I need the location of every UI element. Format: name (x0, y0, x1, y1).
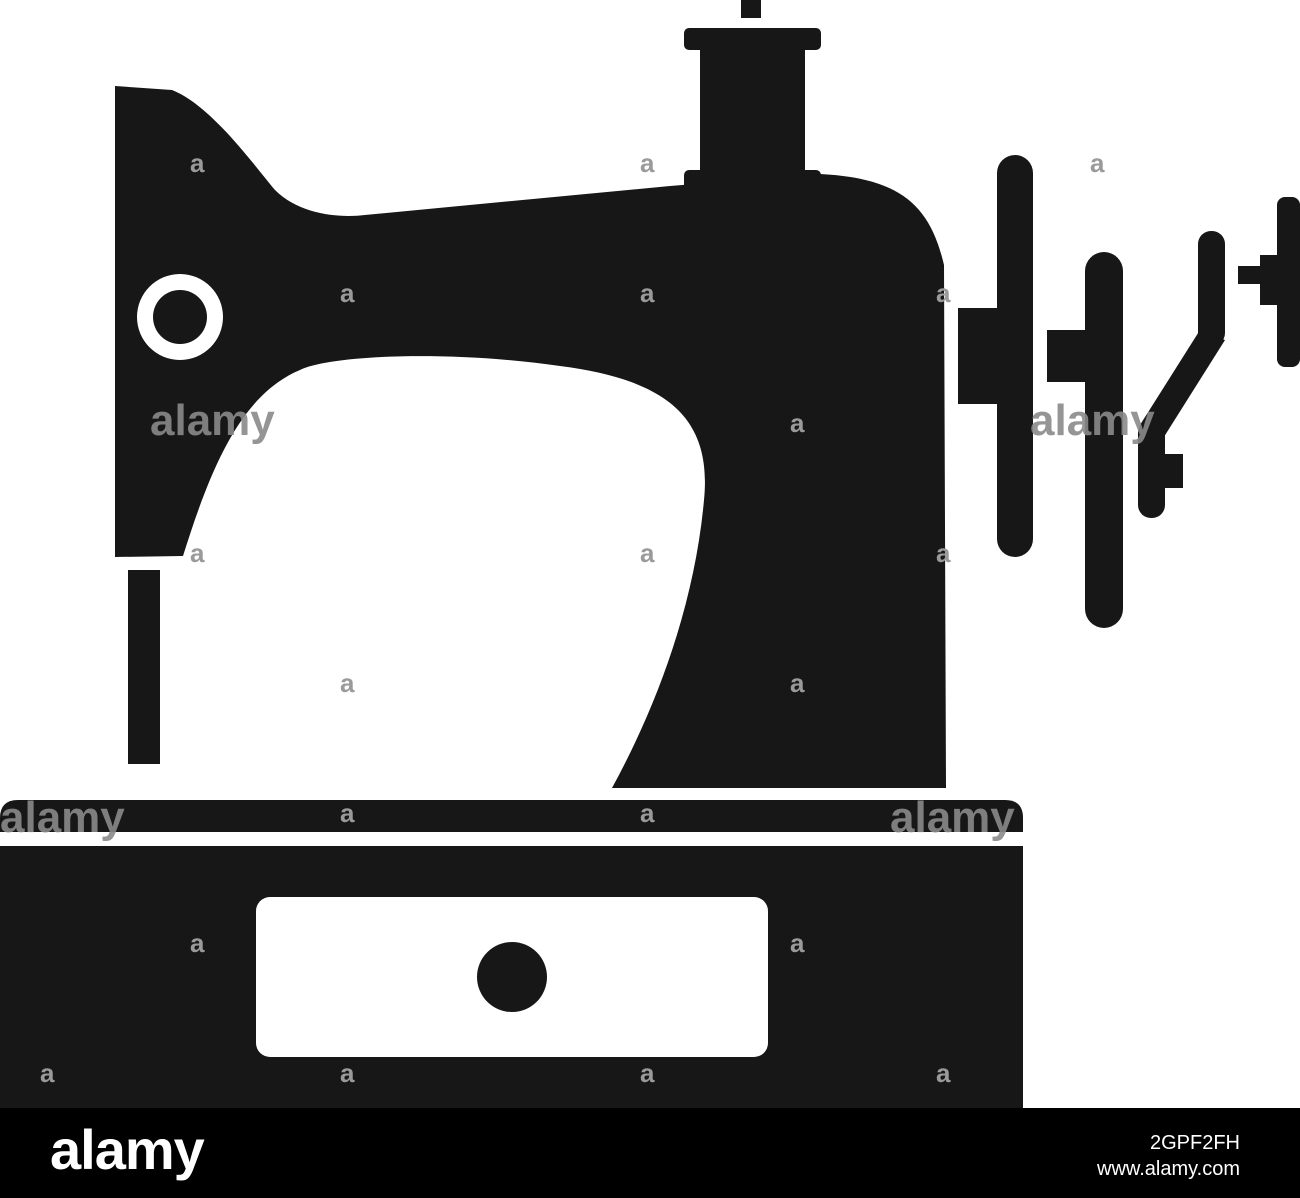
site-url: www.alamy.com (1097, 1158, 1240, 1180)
balance-wheel (958, 155, 1183, 628)
watermark-mark: a (340, 668, 355, 698)
watermark-mark: a (190, 928, 205, 958)
watermark-mark: a (640, 1058, 655, 1088)
base-top (0, 800, 1023, 832)
watermark-mark: a (340, 278, 355, 308)
watermark-mark: a (640, 538, 655, 568)
watermark-mark: a (340, 1058, 355, 1088)
watermark-text: alamy (150, 396, 275, 445)
watermark-mark: a (190, 538, 205, 568)
drawer-knob-icon (477, 942, 547, 1012)
image-id: 2GPF2FH (1149, 1132, 1240, 1154)
watermark-mark: a (790, 408, 805, 438)
watermark-mark: a (190, 148, 205, 178)
stock-footer-bar: alamy 2GPF2FH www.alamy.com (0, 1108, 1300, 1198)
watermark-text: alamy (890, 793, 1015, 842)
watermark-mark: a (936, 1058, 951, 1088)
image-info: 2GPF2FH www.alamy.com (1097, 1130, 1240, 1182)
watermark-mark: a (1090, 148, 1105, 178)
watermark-mark: a (340, 798, 355, 828)
watermark-text: alamy (1030, 396, 1155, 445)
sewing-machine-illustration: alamy alamy alamy alamy a a a a a a a a … (0, 0, 1300, 1108)
watermark-mark: a (936, 538, 951, 568)
brand-logo: alamy (50, 1118, 205, 1181)
watermark-mark: a (790, 928, 805, 958)
watermark: alamy alamy alamy alamy a a a a a a a a … (0, 148, 1155, 1088)
spool-pin (741, 0, 761, 18)
watermark-text: alamy (0, 793, 125, 842)
machine-body (115, 86, 946, 788)
watermark-mark: a (40, 1058, 55, 1088)
watermark-mark: a (640, 798, 655, 828)
watermark-mark: a (640, 278, 655, 308)
watermark-mark: a (790, 668, 805, 698)
needle-bar (128, 570, 160, 764)
watermark-mark: a (936, 278, 951, 308)
hand-crank (1138, 197, 1300, 518)
watermark-mark: a (640, 148, 655, 178)
thread-spool-icon (684, 28, 821, 192)
